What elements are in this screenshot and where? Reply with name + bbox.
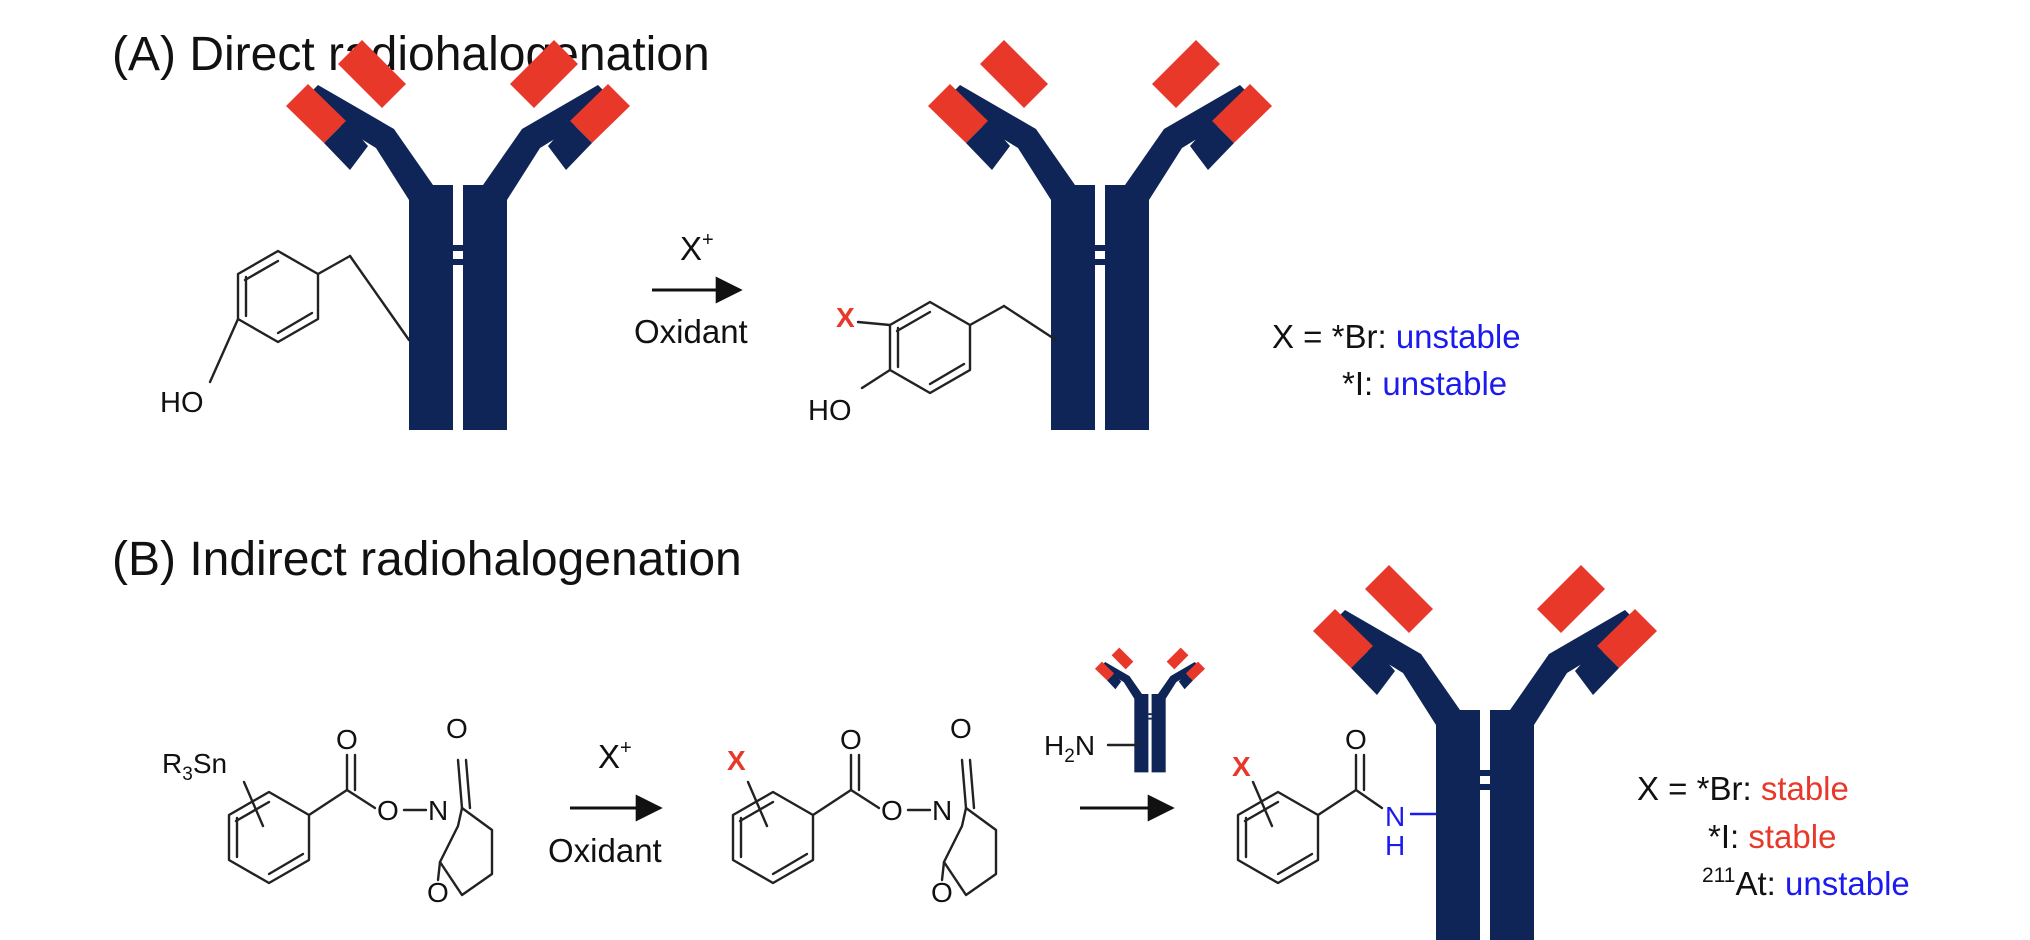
antibody-icon-a1 (286, 40, 630, 430)
oxidant-label-a: Oxidant (634, 313, 748, 350)
amide-o: O (1345, 724, 1367, 755)
imide-o-top-b2: O (950, 713, 972, 744)
amide-h: H (1385, 830, 1405, 861)
stability-b-row3: 211At: unstable (1702, 864, 1910, 902)
imide-o-top-b1: O (446, 713, 468, 744)
x-substituent-a: X (836, 302, 855, 333)
carbonyl-o-b2: O (840, 724, 862, 755)
x-substituent-b2: X (1232, 751, 1251, 782)
antibody-icon-a2 (928, 40, 1272, 430)
reagent-x-a: X+ (680, 229, 714, 267)
stability-a-row1: X = *Br: unstable (1272, 318, 1521, 355)
ester-o-b2: O (881, 795, 903, 826)
stability-b-row2: *I: stable (1708, 818, 1836, 855)
ester-o-b1: O (377, 795, 399, 826)
imide-o-bottom-b2: O (931, 877, 953, 908)
imide-n-b1: N (428, 795, 448, 826)
stability-a-row2: *I: unstable (1342, 365, 1507, 402)
carbonyl-o-b1: O (336, 724, 358, 755)
amine-label: H2N (1044, 730, 1095, 767)
amide-n: N (1385, 801, 1405, 832)
reagent-x-b: X+ (598, 737, 632, 775)
halobenzamide-structure (1236, 753, 1436, 885)
halophenol-structure-a2 (856, 300, 1058, 395)
antibody-icon-small (1094, 647, 1206, 773)
ho-label-a1: HO (160, 387, 204, 419)
phenol-structure-a1 (208, 249, 411, 384)
oxidant-label-b: Oxidant (548, 832, 662, 869)
panel-a-title: (A) Direct radiohalogenation (112, 28, 710, 81)
ho-label-a2: HO (808, 395, 852, 427)
imide-n-b2: N (932, 795, 952, 826)
stannyl-nhs-ester-structure (227, 753, 494, 897)
panel-b-title: (B) Indirect radiohalogenation (112, 533, 742, 586)
halo-nhs-ester-structure (731, 753, 998, 897)
stability-b-row1: X = *Br: stable (1637, 770, 1849, 807)
imide-o-bottom-b1: O (427, 877, 449, 908)
x-substituent-b1: X (727, 745, 746, 776)
r3sn-label: R3Sn (162, 748, 227, 785)
